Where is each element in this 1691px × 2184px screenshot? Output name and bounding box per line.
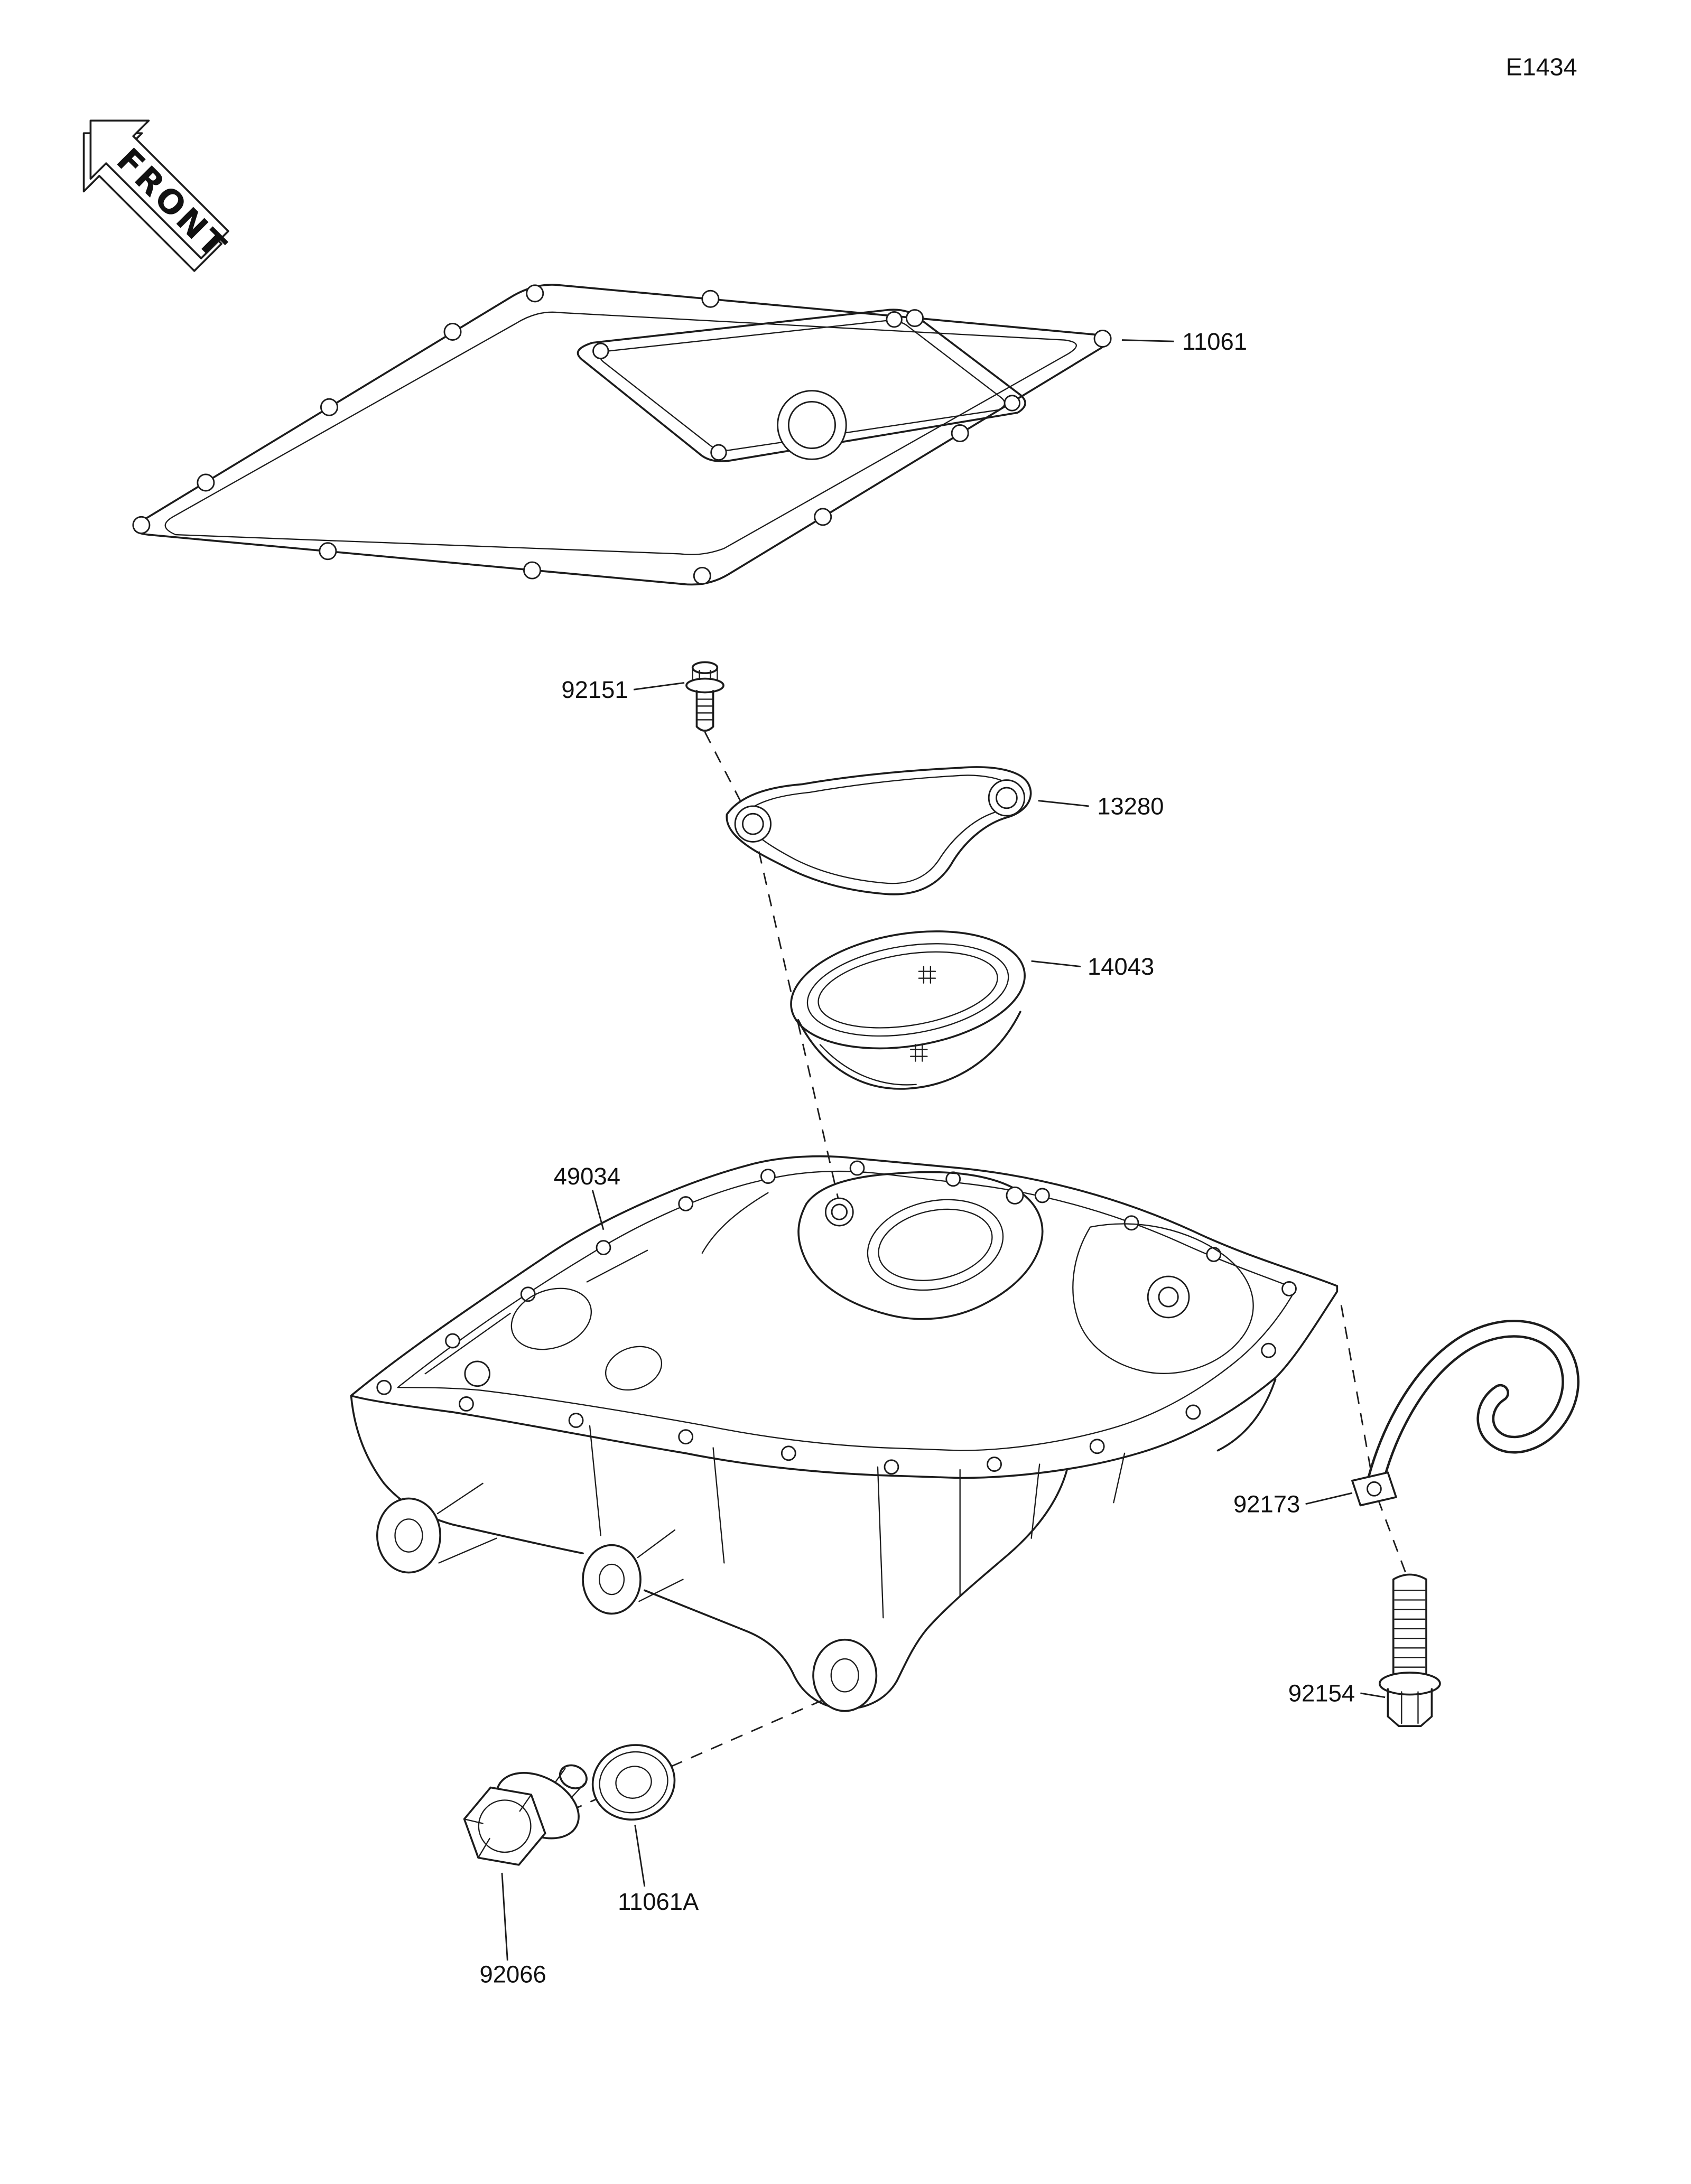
leader-line-92154 [1360,1692,1386,1698]
part-screen-gasket: 13280 [726,766,1164,895]
front-arrow-outline [89,119,229,259]
mesh-mark [918,966,936,984]
leader-line-13280 [1038,800,1089,807]
part-label-11061A: 11061A [618,1888,699,1915]
leader-line-11061 [1121,339,1174,342]
part-label-14043: 14043 [1088,953,1154,980]
part-label-92066: 92066 [480,1961,546,1988]
part-clamp: 92173 [1233,1320,1579,1517]
leader-line-49034 [591,1190,605,1230]
part-drain-washer: 11061A [591,1744,699,1915]
part-oil-screen: 14043 [790,930,1154,1090]
leader-line-14043 [1031,960,1081,967]
mesh-mark [910,1044,928,1062]
front-arrow-icon: FRONT [82,119,235,272]
part-label-11061: 11061 [1182,328,1247,355]
part-screen-bolt: 92151 [561,661,724,732]
part-label-49034: 49034 [554,1163,620,1190]
diagram-code: E1434 [1506,53,1577,81]
part-label-13280: 13280 [1097,792,1164,819]
part-label-92154: 92154 [1288,1680,1355,1707]
leader-line-92151 [633,682,685,690]
leader-line-92173 [1305,1492,1353,1505]
part-label-92173: 92173 [1233,1490,1300,1517]
leader-line-92066 [501,1872,508,1961]
part-oil-pan: 49034 [350,1155,1339,1712]
part-label-92151: 92151 [561,676,628,703]
part-clamp-bolt: 92154 [1288,1573,1441,1728]
front-arrow-shadow-outline [82,132,222,272]
part-drain-plug: 92066 [463,1764,588,1988]
part-oil-pan-gasket: 11061 [132,284,1247,586]
leader-line-11061A [634,1824,646,1887]
